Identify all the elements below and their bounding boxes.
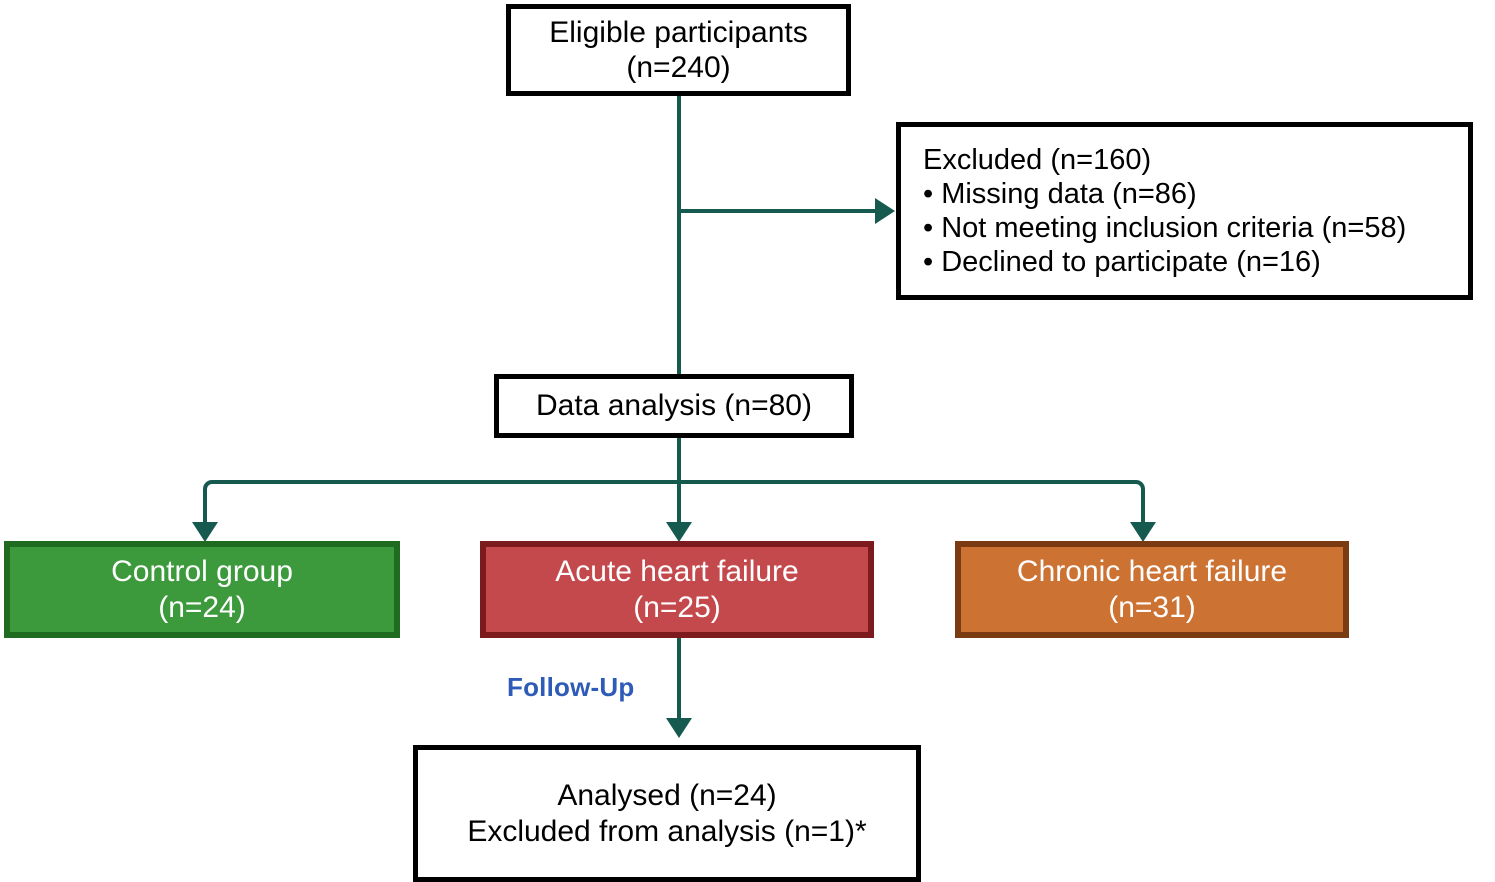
node-analysed: Analysed (n=24) Excluded from analysis (… — [413, 745, 921, 882]
node-acute-heart-failure: Acute heart failure (n=25) — [480, 541, 874, 638]
excluded-heading: Excluded (n=160) — [923, 143, 1152, 176]
excluded-reason-item: • Missing data (n=86) — [923, 177, 1197, 210]
connector-leg-chronic — [1141, 490, 1145, 526]
connector-leg-acute — [677, 480, 681, 526]
node-eligible-participants: Eligible participants (n=240) — [506, 4, 851, 96]
connector-to-excluded — [677, 209, 875, 213]
arrowhead-acute — [666, 522, 692, 542]
label-follow-up: Follow-Up — [507, 672, 635, 702]
arrowhead-chronic — [1130, 522, 1156, 542]
arrowhead-analysed — [666, 718, 692, 738]
connector-analysis-stem — [677, 438, 681, 482]
eligible-line1: Eligible participants — [549, 15, 808, 49]
control-line2: (n=24) — [158, 590, 246, 624]
node-data-analysis: Data analysis (n=80) — [494, 374, 854, 438]
node-chronic-heart-failure: Chronic heart failure (n=31) — [955, 541, 1349, 638]
excluded-reason-item: • Declined to participate (n=16) — [923, 246, 1321, 279]
connector-leg-control — [203, 490, 207, 526]
connector-corner-right — [1131, 480, 1145, 494]
eligible-line2: (n=240) — [626, 51, 731, 84]
excluded-reason-list: • Missing data (n=86) • Not meeting incl… — [923, 177, 1406, 280]
node-control-group: Control group (n=24) — [4, 541, 400, 638]
acute-line1: Acute heart failure — [555, 555, 799, 589]
control-line1: Control group — [111, 555, 293, 589]
connector-corner-left — [203, 480, 217, 494]
connector-eligible-to-analysis — [677, 96, 681, 374]
chronic-line2: (n=31) — [1108, 590, 1196, 624]
acute-line2: (n=25) — [633, 590, 721, 624]
node-excluded: Excluded (n=160) • Missing data (n=86) •… — [896, 122, 1473, 300]
analysed-line2: Excluded from analysis (n=1)* — [467, 814, 867, 848]
analysed-line1: Analysed (n=24) — [557, 779, 777, 813]
connector-acute-to-analysed — [677, 638, 681, 721]
arrowhead-to-excluded — [875, 198, 895, 224]
chronic-line1: Chronic heart failure — [1016, 555, 1288, 589]
excluded-reason-item: • Not meeting inclusion criteria (n=58) — [923, 212, 1407, 244]
data-analysis-line1: Data analysis (n=80) — [536, 389, 812, 423]
connector-split-bar — [214, 480, 1134, 484]
arrowhead-control — [192, 522, 218, 542]
